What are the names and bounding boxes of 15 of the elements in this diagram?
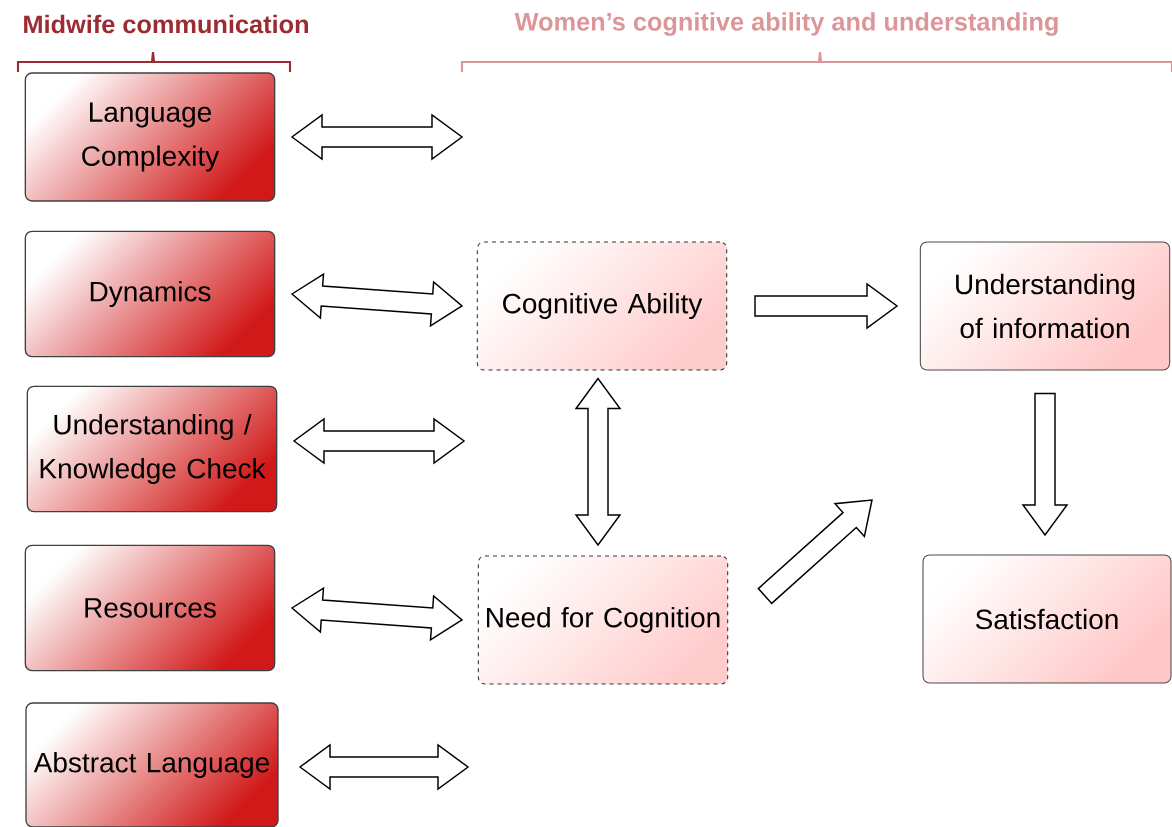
concept-box: Need for Cognition xyxy=(477,555,729,685)
group-heading: Women’s cognitive ability and understanding xyxy=(514,12,1058,36)
process-box: Understanding / Knowledge Check xyxy=(26,385,278,513)
block-arrow xyxy=(754,282,899,330)
block-arrow xyxy=(757,499,873,605)
block-arrow xyxy=(574,377,622,547)
group-heading: Midwife communication xyxy=(24,14,308,34)
process-box: Resources xyxy=(24,544,276,672)
block-arrow xyxy=(1021,392,1069,537)
process-box: Language Complexity xyxy=(24,72,276,202)
outcome-box: Satisfaction xyxy=(922,554,1172,684)
outcome-box: Understanding of information xyxy=(919,241,1171,371)
concept-box: Cognitive Ability xyxy=(476,241,728,371)
process-box: Abstract Language xyxy=(25,702,279,827)
process-box: Dynamics xyxy=(24,230,276,358)
